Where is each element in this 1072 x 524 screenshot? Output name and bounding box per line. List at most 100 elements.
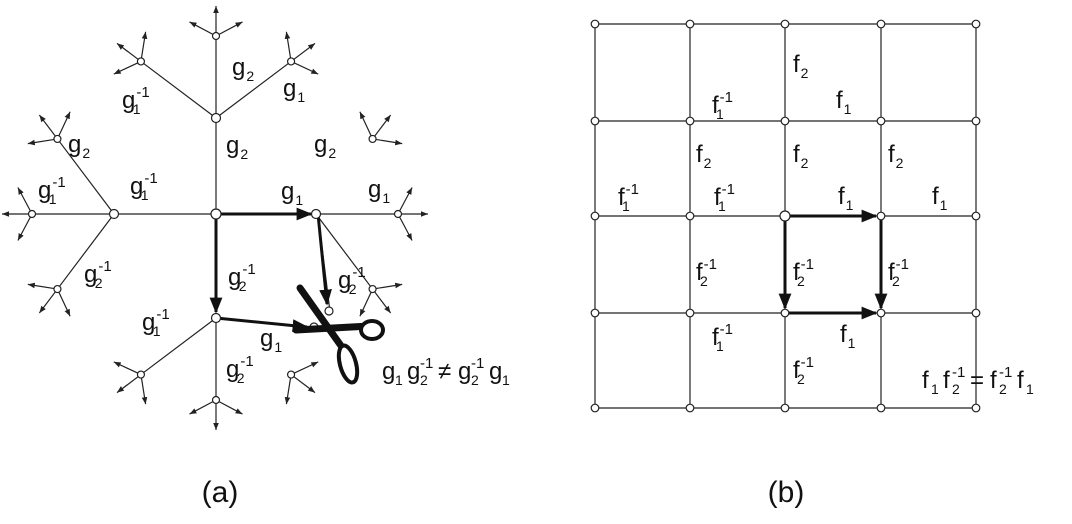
- tree-stub-right-2-0: [372, 114, 392, 140]
- tree-node-right: [310, 208, 322, 220]
- grid-node-2-1: [685, 211, 695, 221]
- grid-node-2-0: [590, 211, 600, 221]
- tree-stub-down-1-0: [116, 374, 142, 394]
- grid-label-9: f1: [932, 183, 948, 213]
- grid-node-4-1: [685, 403, 695, 413]
- tree-stub-down-2-1: [284, 374, 292, 405]
- grid-node-2-3: [876, 211, 886, 221]
- svg-text:=: =: [970, 367, 984, 394]
- tree-stub-right-2-1: [372, 138, 403, 146]
- grid-node-3-3: [876, 308, 886, 318]
- grid-node-2-4: [971, 211, 981, 221]
- tree-arrow-g2inv-then-g1: [215, 316, 309, 332]
- svg-text:2: 2: [420, 372, 428, 388]
- grid-label-5: f2: [888, 141, 904, 171]
- tree-leaf-down-1: [136, 370, 146, 379]
- tree-stub-up-0-2: [189, 21, 217, 37]
- grid-node-0-0: [590, 19, 600, 29]
- grid-label-14: f1: [840, 321, 856, 351]
- lattice-bold-paths: [778, 209, 888, 320]
- tree-stub-left-2-2: [56, 288, 71, 317]
- grid-label-8: f1: [838, 183, 854, 213]
- tree-leaf-up-1: [286, 57, 296, 66]
- grid-node-3-4: [971, 308, 981, 318]
- tree-node-left: [108, 208, 120, 220]
- tree-label-8: g1: [281, 178, 303, 208]
- grid-node-2-2: [779, 210, 791, 222]
- tree-node-up: [210, 112, 222, 124]
- tree-arrow-g1-then-g2inv: [316, 213, 332, 306]
- svg-text:g: g: [407, 358, 420, 385]
- tree-stub-right-1-0: [372, 288, 392, 314]
- tree-stub-up-1-1: [290, 60, 319, 75]
- svg-text:f: f: [1017, 367, 1024, 394]
- tree-edge-up-1: [215, 60, 292, 119]
- svg-text:f: f: [943, 367, 950, 394]
- tree-edge-up-2: [140, 60, 217, 119]
- tree-leaf-left-2: [53, 284, 62, 294]
- svg-text:g: g: [458, 358, 471, 385]
- grid-node-4-0: [590, 403, 600, 413]
- tree-bold-paths: [209, 207, 332, 332]
- svg-text:f: f: [990, 367, 997, 394]
- tree-label-0: g2: [232, 54, 254, 84]
- svg-text:1: 1: [1026, 381, 1034, 397]
- tree-stub-left-2-0: [38, 288, 58, 314]
- svg-text:≠: ≠: [438, 358, 451, 385]
- tree-stub-right-0-1: [397, 213, 413, 241]
- grid-node-0-2: [780, 19, 790, 29]
- grid-node-4-4: [971, 403, 981, 413]
- grid-node-1-3: [876, 116, 886, 126]
- svg-text:-1: -1: [952, 364, 965, 381]
- tree-stub-down-2-2: [290, 361, 319, 376]
- tree-edge-right-1: [315, 213, 374, 290]
- tree-label-4: g2: [68, 131, 90, 161]
- tree-label-9: g1: [368, 176, 390, 206]
- tree-leaf-right-0: [393, 209, 403, 219]
- tree-stub-right-0-2: [397, 187, 413, 215]
- tree-edge-down-1: [140, 317, 217, 376]
- tree-stub-down-2-0: [290, 374, 316, 394]
- tree-label-5: g2: [314, 131, 336, 161]
- grid-node-1-2: [780, 116, 790, 126]
- grid-node-4-3: [876, 403, 886, 413]
- caption-b: (b): [768, 476, 805, 509]
- grid-label-4: f2: [793, 141, 809, 171]
- tree-label-3: g2: [226, 132, 248, 162]
- svg-text:-1: -1: [471, 355, 484, 372]
- tree-stub-right-1-1: [359, 288, 374, 317]
- svg-text:g: g: [489, 358, 502, 385]
- svg-text:2: 2: [999, 381, 1007, 397]
- tree-label-2: g1: [283, 75, 305, 105]
- tree-stub-left-2-1: [27, 282, 58, 290]
- tree-stub-right-1-2: [372, 282, 403, 290]
- svg-text:2: 2: [471, 372, 479, 388]
- tree-leaf-down-2: [286, 370, 296, 379]
- grid-label-0: f2: [793, 51, 809, 81]
- grid-node-0-1: [685, 19, 695, 29]
- tree-stub-down-1-1: [113, 361, 142, 376]
- svg-text:-1: -1: [999, 364, 1012, 381]
- tree-stub-down-0-2: [215, 399, 243, 415]
- tree-stub-down-1-2: [140, 374, 148, 405]
- tree-stub-up-1-0: [290, 42, 316, 62]
- tree-leaf-up-0: [211, 31, 221, 41]
- grid-label-2: f1: [836, 87, 852, 117]
- grid-node-3-1: [685, 308, 695, 318]
- grid-node-0-4: [971, 19, 981, 29]
- grid-node-1-1: [685, 116, 695, 126]
